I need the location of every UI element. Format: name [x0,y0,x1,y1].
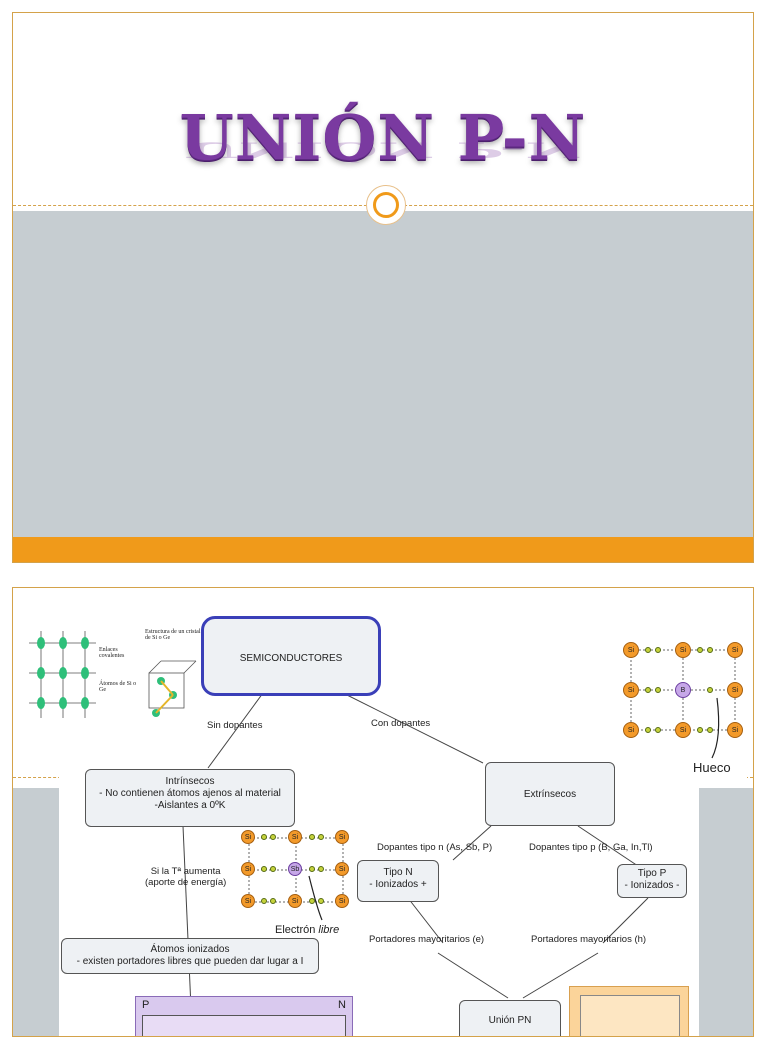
orange-footer-bar [13,537,753,562]
electron-dot [318,866,324,872]
electron-dot [655,647,661,653]
intrinsecos-title: Intrínsecos [165,776,215,787]
bonds-label: Enlaces covalentes [99,647,125,659]
si-atom: Si [288,894,302,908]
tipo-p-sub: - Ionizados - [624,880,680,891]
dopantes-n-label: Dopantes tipo n (As, Sb, P) [377,842,493,853]
semiconductores-node: SEMICONDUCTORES [201,616,381,696]
si-atom: Si [241,862,255,876]
temperature-line2: (aporte de energía) [145,877,227,888]
electron-dot [270,898,276,904]
title-slide: UNIÓN P-N UNIÓN P-N [12,12,754,563]
si-atom: Si [623,722,639,738]
boron-atom: B [675,682,691,698]
union-pn-node: Unión PN [459,1000,561,1036]
atoms-label: Átomos de Si o Ge [99,681,137,693]
junction-inner [142,1015,346,1036]
si-atom: Si [241,894,255,908]
si-atom: Si [675,642,691,658]
divider-circle-ornament [366,185,406,225]
lattice-graphic [29,631,197,718]
si-atom: Si [335,862,349,876]
ionizados-title: Átomos ionizados [150,944,230,955]
hueco-label: Hueco [693,760,731,775]
si-atom: Si [675,722,691,738]
intrinsecos-node: Intrínsecos - No contienen átomos ajenos… [85,769,295,827]
electron-dot [645,647,651,653]
si-atom: Si [727,722,743,738]
electron-dot [270,834,276,840]
tipo-p-node: Tipo P - Ionizados - [617,864,687,898]
pn-junction-image: P N [135,996,353,1036]
electron-dot [309,898,315,904]
electron-dot [270,866,276,872]
temperature-line1: Si la Tª aumenta [150,866,221,877]
electron-word: Electrón [275,924,316,936]
crystal-structure-image: Estructura de un cristal de Si o Ge Enla… [21,623,203,723]
electron-dot [655,687,661,693]
portadores-h-label: Portadores mayoritarios (h) [531,934,647,945]
semiconductores-label: SEMICONDUCTORES [239,653,343,664]
extrinsecos-node: Extrínsecos [485,762,615,826]
gray-content-area [13,211,753,537]
con-dopantes-label: Con dopantes [371,718,431,729]
antimony-atom: Sb [288,862,302,876]
electron-dot [697,647,703,653]
libre-word: libre [318,924,340,936]
electron-dot [707,647,713,653]
ionizados-sub: - existen portadores libres que pueden d… [76,956,304,967]
n-type-lattice-image: Si Si Si Si Sb Si Si Si Si Electrón libr… [237,828,355,940]
dopantes-p-label: Dopantes tipo p (B, Ga, In,Tl) [529,842,653,853]
si-atom: Si [241,830,255,844]
extrinsecos-label: Extrínsecos [523,789,577,800]
band-diagram-image [569,986,689,1036]
union-pn-label: Unión PN [488,1015,532,1026]
si-atom: Si [727,682,743,698]
electron-dot [707,727,713,733]
crystal-structure-label: Estructura de un cristal de Si o Ge [145,629,201,641]
tipo-n-title: Tipo N [383,867,413,878]
electron-dot [318,834,324,840]
atomos-ionizados-node: Átomos ionizados - existen portadores li… [61,938,319,974]
p-region-label: P [142,999,150,1011]
electron-dot [697,727,703,733]
intrinsecos-line2: -Aislantes a 0ºK [154,800,226,811]
electron-dot [309,834,315,840]
electron-dot [261,834,267,840]
sin-dopantes-label: Sin dopantes [207,720,263,731]
diagram-connectors [182,692,649,1009]
tipo-p-title: Tipo P [637,868,667,879]
temperature-label: Si la Tª aumenta (aporte de energía) [145,866,226,888]
electron-dot [261,866,267,872]
slide-title-reflection: UNIÓN P-N [184,137,582,163]
electron-dot [645,727,651,733]
diagram-slide: Estructura de un cristal de Si o Ge Enla… [12,587,754,1037]
band-diagram-inner [580,995,680,1036]
intrinsecos-line1: - No contienen átomos ajenos al material [99,788,281,799]
si-atom: Si [727,642,743,658]
si-atom: Si [623,682,639,698]
electron-dot [309,866,315,872]
si-atom: Si [623,642,639,658]
lattice-graphic [630,649,736,759]
si-atom: Si [288,830,302,844]
tipo-n-node: Tipo N - Ionizados + [357,860,439,902]
slide-title: UNIÓN P-N [179,101,587,174]
si-atom: Si [335,894,349,908]
portadores-e-label: Portadores mayoritarios (e) [369,934,485,945]
electron-dot [318,898,324,904]
si-atom: Si [335,830,349,844]
electron-dot [261,898,267,904]
electron-dot [655,727,661,733]
electron-dot [645,687,651,693]
electron-libre-label: Electrón libre [275,924,339,936]
tipo-n-sub: - Ionizados + [369,879,427,890]
electron-dot [707,687,713,693]
n-region-label: N [338,999,346,1011]
p-type-lattice-image: Si Si Si Si B Si Si Si Si Hueco [617,638,747,778]
